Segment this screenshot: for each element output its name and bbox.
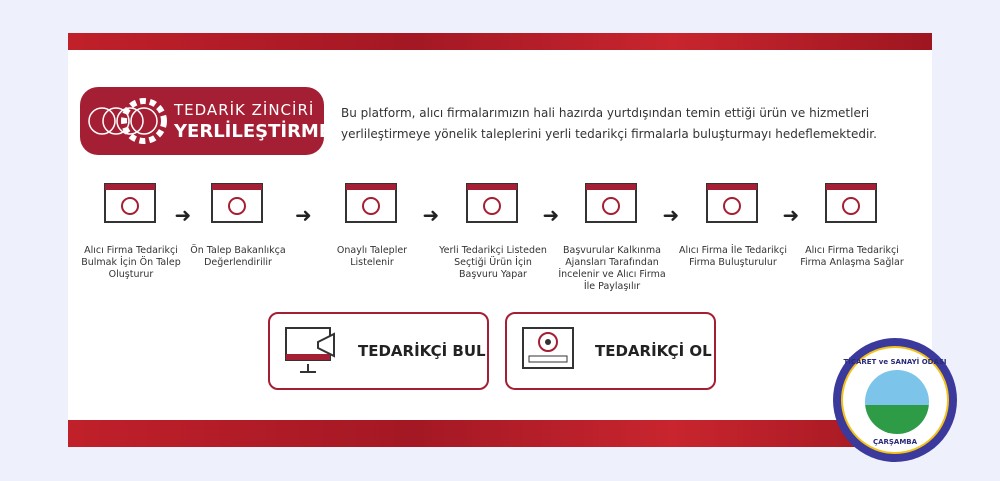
target-form-icon xyxy=(522,327,574,369)
mosque-image xyxy=(865,370,929,434)
step-label: Alıcı Firma Tedarikçi Firma Anlaşma Sağl… xyxy=(800,245,904,268)
process-step: Ön Talep Bakanlıkça Değerlendirilir xyxy=(183,178,293,269)
arrow-right-icon: ➜ xyxy=(295,203,312,227)
process-step: Alıcı Firma İle Tedarikçi Firma Buluştur… xyxy=(678,178,788,269)
meeting-icon xyxy=(706,183,758,223)
presentation-megaphone-icon xyxy=(104,183,156,223)
step-label: Ön Talep Bakanlıkça Değerlendirilir xyxy=(190,245,286,268)
gear-search-icon xyxy=(585,183,637,223)
main-card: TEDARİK ZİNCİRİ YERLİLEŞTİRME Bu platfor… xyxy=(68,33,932,447)
step-label: Alıcı Firma Tedarikçi Bulmak İçin Ön Tal… xyxy=(81,245,181,280)
handshake-icon xyxy=(825,183,877,223)
brand-logo: TEDARİK ZİNCİRİ YERLİLEŞTİRME xyxy=(80,87,331,155)
arrow-right-icon: ➜ xyxy=(422,203,440,227)
bottom-banner xyxy=(68,420,932,447)
become-supplier-button[interactable]: TEDARİKÇİ OL xyxy=(505,312,716,390)
list-icon xyxy=(345,183,397,223)
find-supplier-button[interactable]: TEDARİKÇİ BUL xyxy=(268,312,489,390)
arrow-right-icon: ➜ xyxy=(542,203,560,227)
presentation-megaphone-icon xyxy=(285,327,335,373)
step-label: Alıcı Firma İle Tedarikçi Firma Buluştur… xyxy=(678,245,787,268)
arrow-right-icon: ➜ xyxy=(174,203,192,227)
arrow-right-icon: ➜ xyxy=(782,203,800,227)
chamber-seal-logo: TİCARET ve SANAYİ ODASI ÇARŞAMBA xyxy=(833,338,957,462)
process-step: Yerli Tedarikçi Listeden Seçtiği Ürün İç… xyxy=(438,178,548,281)
step-label: Onaylı Talepler Listelenir xyxy=(336,245,408,268)
step-label: Yerli Tedarikçi Listeden Seçtiği Ürün İç… xyxy=(439,245,547,280)
top-banner xyxy=(68,33,932,50)
find-supplier-label: TEDARİKÇİ BUL xyxy=(358,342,486,360)
seal-bottom-text: ÇARŞAMBA xyxy=(872,438,918,446)
step-label: Başvurular Kalkınma Ajansları Tarafından… xyxy=(558,245,666,292)
process-step: Onaylı Talepler Listelenir xyxy=(317,178,427,269)
process-step: Alıcı Firma Tedarikçi Bulmak İçin Ön Tal… xyxy=(76,178,186,281)
brand-line2: YERLİLEŞTİRME xyxy=(174,121,332,142)
process-step: Alıcı Firma Tedarikçi Firma Anlaşma Sağl… xyxy=(797,178,907,269)
process-step: Başvurular Kalkınma Ajansları Tarafından… xyxy=(557,178,667,293)
calendar-clock-icon xyxy=(211,183,263,223)
description: Bu platform, alıcı firmalarımızın hali h… xyxy=(341,106,877,141)
arrow-right-icon: ➜ xyxy=(662,203,680,227)
become-supplier-label: TEDARİKÇİ OL xyxy=(595,342,712,360)
gear-rings-icon xyxy=(88,98,167,144)
brand-line1: TEDARİK ZİNCİRİ xyxy=(174,101,315,119)
seal-top-text: TİCARET ve SANAYİ ODASI xyxy=(843,358,947,366)
target-form-icon xyxy=(466,183,518,223)
